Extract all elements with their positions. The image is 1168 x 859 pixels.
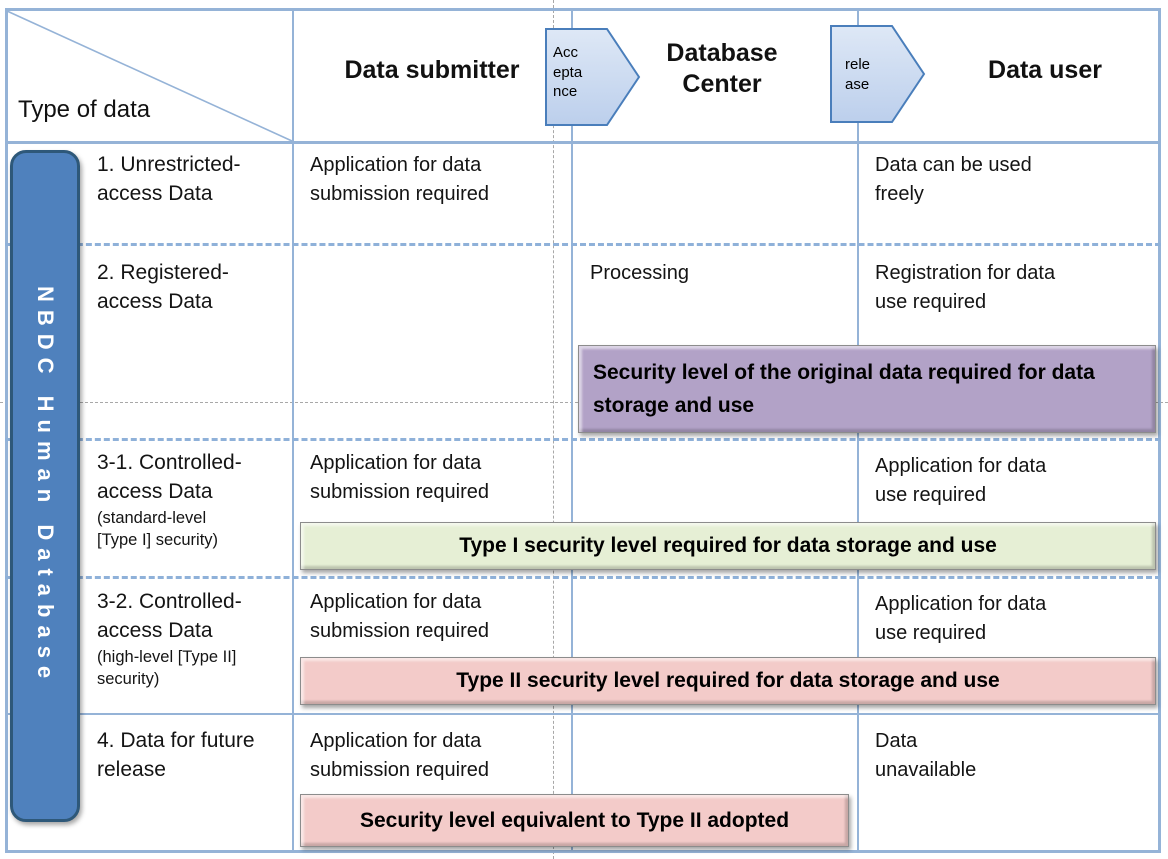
banner-type1-security: Type I security level required for data … xyxy=(300,522,1156,570)
banner-security-level-original: Security level of the original data requ… xyxy=(578,345,1156,433)
row-label-controlled-2-text: 3-2. Controlled-access Data xyxy=(97,590,242,643)
nbdc-human-database-label: NBDC Human Database xyxy=(33,285,58,687)
cell-center-row2: Processing xyxy=(590,262,689,284)
cell-user-row3-2: Application for data use required xyxy=(875,593,1047,644)
acceptance-arrow-label: Acceptance xyxy=(553,44,583,100)
guide-line-vertical xyxy=(553,0,554,859)
column-header-data-submitter: Data submitter xyxy=(344,56,520,84)
column-header-data-user: Data user xyxy=(988,56,1102,84)
row-separator-dashed xyxy=(5,438,1161,441)
row-separator-dashed xyxy=(5,576,1161,579)
release-arrow-icon xyxy=(830,25,926,129)
release-arrow-label: release xyxy=(845,56,871,93)
row-label-registered: 2. Registered-access Data xyxy=(97,261,229,314)
cell-user-row2: Registration for data use required xyxy=(875,262,1056,313)
cell-submitter-row3-1: Application for data submission required xyxy=(310,452,489,503)
cell-user-row3-1: Application for data use required xyxy=(875,455,1047,506)
table-outer-border xyxy=(5,8,1161,853)
cell-submitter-row1: Application for data submission required xyxy=(310,154,489,205)
grid-line xyxy=(5,141,1161,144)
row-sublabel-controlled-1: (standard-level [Type I] security) xyxy=(97,508,219,550)
row-label-controlled-1: 3-1. Controlled-access Data (standard-le… xyxy=(97,448,277,551)
row-separator-dashed xyxy=(5,243,1161,246)
row-label-controlled-2: 3-2. Controlled-access Data (high-level … xyxy=(97,587,277,690)
row-sublabel-controlled-2: (high-level [Type II] security) xyxy=(97,647,237,689)
nbdc-human-database-bar: NBDC Human Database xyxy=(10,150,80,822)
grid-line xyxy=(292,8,294,853)
cell-submitter-row3-2: Application for data submission required xyxy=(310,591,489,642)
banner-security-equivalent: Security level equivalent to Type II ado… xyxy=(300,794,849,847)
acceptance-arrow-icon xyxy=(545,28,641,132)
row-label-future-release: 4. Data for future release xyxy=(97,729,255,782)
row-label-controlled-1-text: 3-1. Controlled-access Data xyxy=(97,451,242,504)
cell-user-row4: Data unavailable xyxy=(875,730,977,781)
cell-submitter-row4: Application for data submission required xyxy=(310,730,489,781)
column-header-database-center: Database Center xyxy=(666,39,778,99)
grid-line xyxy=(571,8,573,853)
banner-type2-security: Type II security level required for data… xyxy=(300,657,1156,705)
cell-user-row1: Data can be used freely xyxy=(875,154,1032,205)
grid-line xyxy=(5,713,1161,715)
type-of-data-label: Type of data xyxy=(18,96,151,123)
diagonal-divider xyxy=(6,10,293,142)
row-label-unrestricted: 1. Unrestricted-access Data xyxy=(97,153,241,206)
